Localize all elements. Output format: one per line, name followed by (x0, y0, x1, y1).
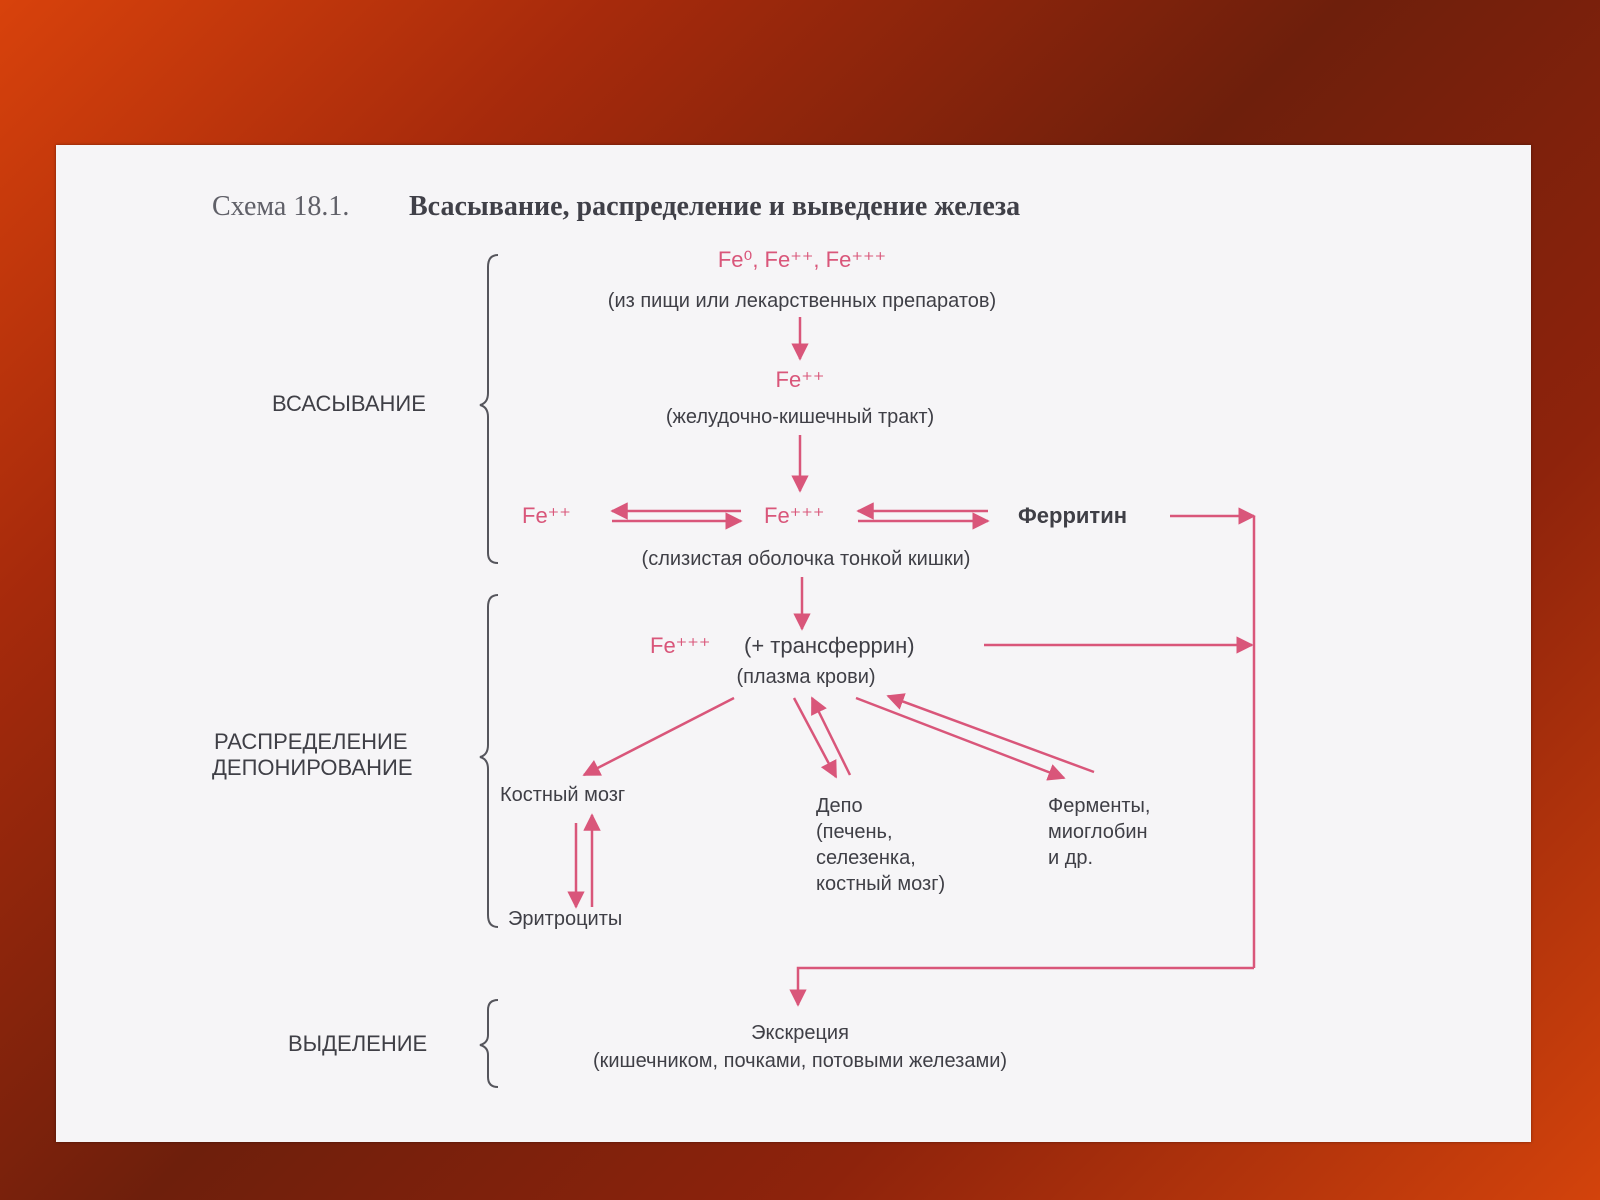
section-excretion: ВЫДЕЛЕНИЕ (288, 1031, 428, 1056)
excretion-label: Экскреция (751, 1022, 849, 1044)
bone-marrow: Костный мозг (500, 784, 626, 806)
section-distribution-line2: ДЕПОНИРОВАНИЕ (212, 755, 413, 780)
enzymes: Ферменты, миоглобин и др. (1048, 795, 1151, 869)
source-ions: Fe⁰, Fe⁺⁺, Fe⁺⁺⁺ (717, 247, 887, 272)
arrow-plasma-to-depot (792, 697, 838, 779)
arrow-plasma-to-bone-marrow (582, 696, 735, 777)
section-distribution-line1: РАСПРЕДЕЛЕНИЕ (214, 729, 408, 754)
plasma-transferrin: (+ трансферрин) (744, 633, 915, 658)
arrow-depot-to-plasma (810, 696, 852, 776)
depot: Депо (печень, селезенка, костный мозг) (816, 795, 946, 895)
gi-note: (желудочно-кишечный тракт) (665, 406, 935, 428)
brace-distribution (479, 594, 499, 928)
title-text: Всасывание, распределение и выведение же… (409, 191, 1021, 222)
plasma-ion: Fe⁺⁺⁺ (650, 633, 711, 658)
plasma-note: (плазма крови) (736, 666, 876, 688)
arrow-to-excretion (789, 966, 1254, 1007)
source-note: (из пищи или лекарственных препаратов) (607, 290, 997, 312)
mucosa-fe2: Fe⁺⁺ (522, 503, 571, 528)
arrows (567, 317, 1256, 1007)
section-absorption: ВСАСЫВАНИЕ (272, 391, 426, 416)
gi-ion: Fe⁺⁺ (775, 367, 825, 392)
ferritin: Ферритин (1018, 503, 1128, 528)
mucosa-fe3: Fe⁺⁺⁺ (764, 503, 825, 528)
scheme-diagram (479, 254, 1256, 1088)
erythrocytes: Эритроциты (508, 908, 623, 930)
excretion-note: (кишечником, почками, потовыми железами) (592, 1050, 1008, 1072)
mucosa-note: (слизистая оболочка тонкой кишки) (641, 548, 971, 570)
arrow-plasma-to-enzymes (855, 696, 1066, 781)
section-braces (479, 254, 499, 1088)
brace-excretion (479, 999, 499, 1088)
scheme-panel: Схема 18.1. Всасывание, распределение и … (56, 145, 1531, 1142)
arrow-enzymes-to-plasma (886, 693, 1095, 774)
brace-absorption (479, 254, 499, 564)
title-number: Схема 18.1. (212, 191, 350, 222)
